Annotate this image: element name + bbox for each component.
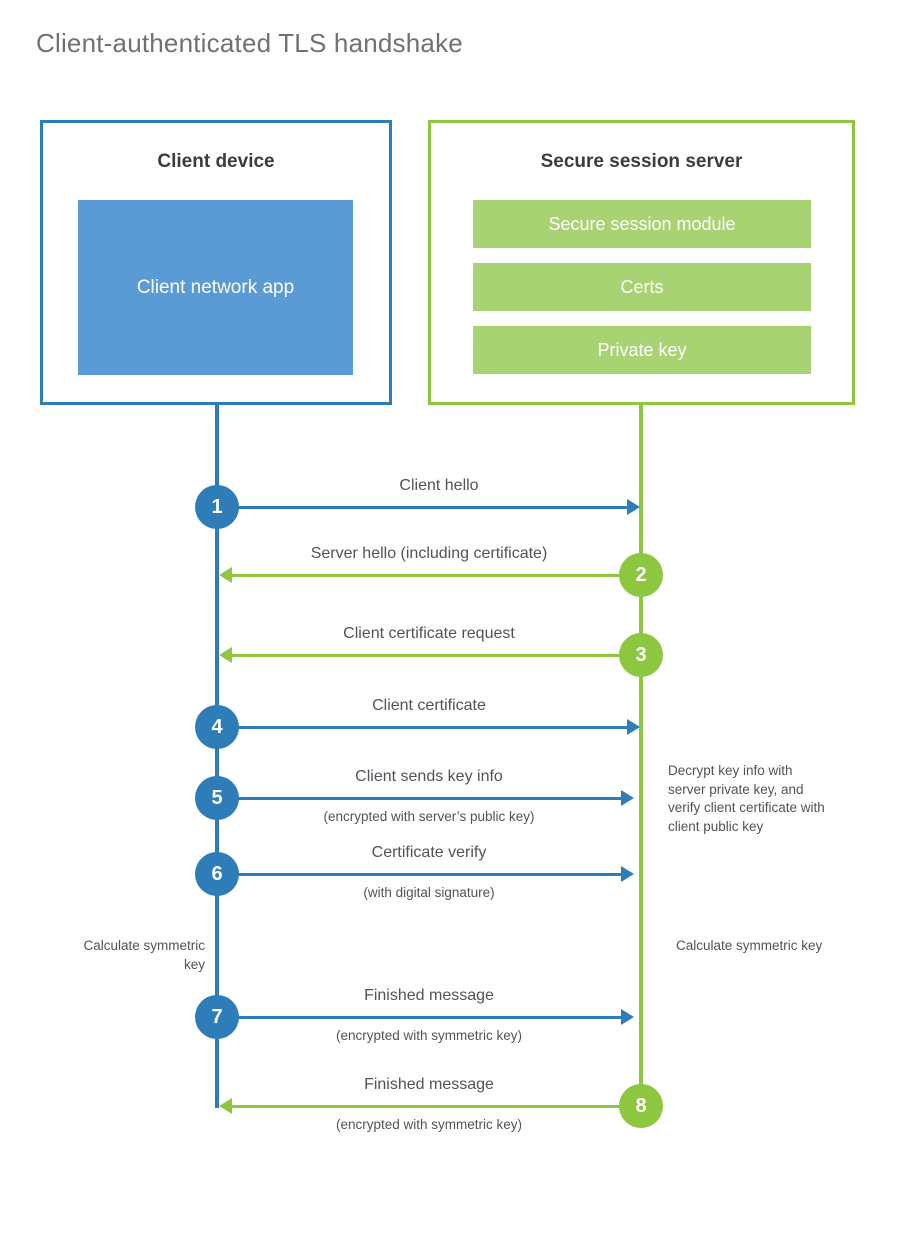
note-server-decrypt-verify: Decrypt key info with server private key…	[668, 763, 825, 834]
message-arrow-shaft-1	[217, 506, 627, 509]
step-circle-3[interactable]: 3	[619, 633, 663, 677]
message-label-8: Finished message	[364, 1076, 494, 1093]
message-sublabel-7: (encrypted with symmetric key)	[335, 1028, 523, 1043]
message-label-4: Client certificate	[372, 697, 486, 714]
message-arrow-head-8	[219, 1098, 232, 1114]
message-sublabel-6: (with digital signature)	[363, 885, 495, 900]
client-device-title: Client device	[157, 151, 275, 172]
message-arrow-shaft-5	[217, 797, 621, 800]
message-arrow-shaft-3	[232, 654, 641, 657]
secure-session-server-box: Secure session server Secure session mod…	[428, 120, 855, 405]
message-arrow-head-3	[219, 647, 232, 663]
note-calculate-symmetric-key-server: Calculate symmetric key	[676, 938, 823, 953]
message-arrow-shaft-7	[217, 1016, 621, 1019]
server-lifeline	[639, 402, 643, 1106]
message-arrow-head-5	[621, 790, 634, 806]
message-arrow-shaft-2	[232, 574, 641, 577]
step-circle-1[interactable]: 1	[195, 485, 239, 529]
message-arrow-head-1	[627, 499, 640, 515]
message-arrow-shaft-4	[217, 726, 627, 729]
message-label-3: Client certificate request	[343, 625, 515, 642]
message-arrow-head-7	[621, 1009, 634, 1025]
message-label-7: Finished message	[364, 987, 494, 1004]
client-lifeline	[215, 402, 219, 1108]
page-title: Client-authenticated TLS handshake	[36, 28, 463, 58]
client-device-box: Client device Client network app	[40, 120, 392, 405]
message-arrow-head-2	[219, 567, 232, 583]
message-arrow-head-4	[627, 719, 640, 735]
message-label-6: Certificate verify	[371, 844, 487, 861]
server-component-certs: Certs	[473, 263, 811, 311]
secure-session-server-title: Secure session server	[540, 151, 743, 172]
message-arrow-head-6	[621, 866, 634, 882]
server-component-secure-session-module: Secure session module	[473, 200, 811, 248]
message-sublabel-5: (encrypted with server’s public key)	[323, 809, 535, 824]
step-circle-4[interactable]: 4	[195, 705, 239, 749]
message-arrow-shaft-8	[232, 1105, 641, 1108]
client-network-app-block: Client network app	[78, 200, 353, 375]
message-sublabel-8: (encrypted with symmetric key)	[335, 1117, 523, 1132]
step-circle-5[interactable]: 5	[195, 776, 239, 820]
step-circle-7[interactable]: 7	[195, 995, 239, 1039]
step-circle-8[interactable]: 8	[619, 1084, 663, 1128]
message-label-2: Server hello (including certificate)	[310, 545, 548, 562]
step-circle-6[interactable]: 6	[195, 852, 239, 896]
server-component-private-key: Private key	[473, 326, 811, 374]
note-calculate-symmetric-key-client: Calculate symmetric key	[83, 938, 205, 972]
message-arrow-shaft-6	[217, 873, 621, 876]
step-circle-2[interactable]: 2	[619, 553, 663, 597]
message-label-1: Client hello	[399, 477, 479, 494]
message-label-5: Client sends key info	[355, 768, 503, 785]
